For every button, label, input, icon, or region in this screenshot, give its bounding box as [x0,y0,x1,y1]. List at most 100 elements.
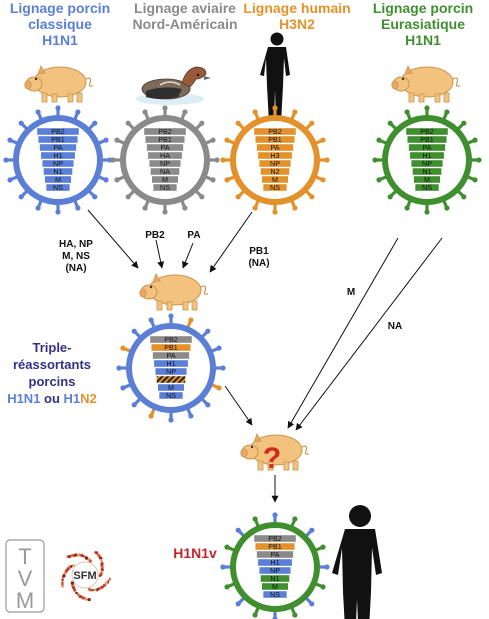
virus-spike-tip [424,209,430,215]
sfm-logo-dot [72,564,74,567]
sfm-logo-dot [76,553,80,557]
virus-spike-tip [220,157,226,163]
genome-segment [261,582,289,591]
arrow-triple-to-question-pig [224,385,253,426]
genome-segment [149,335,193,344]
genome-segment [151,175,179,184]
arrow-human-to-pig [209,211,253,273]
genome-segment-label: M [162,175,168,184]
virus-spike-tip [188,413,194,419]
genome-segment-label: PB1 [164,343,178,352]
genome-segment [150,167,180,176]
arrow-eurasian-na [295,237,443,431]
virus-spike-tip [224,137,230,143]
genome-segment-label: PA [160,143,169,152]
virus-spike-tip [148,317,154,323]
human-icon-result [332,505,382,619]
sfm-logo-dot [100,565,104,569]
genome-segment-label: NS [422,183,432,192]
sfm-logo-dot [95,588,97,591]
virus-spike-tip [142,205,148,211]
virus-spike-tip [35,109,41,115]
genome-segment-label: N1 [270,574,279,583]
sfm-logo-dot [61,583,64,586]
virus-spike-tip [252,109,258,115]
sfm-logo-dot [81,555,84,558]
genome-segment-label: H3 [270,151,279,160]
sfm-logo-dot [71,582,74,585]
flow-human-line2: (NA) [248,258,270,269]
sfm-logo-dot [82,596,86,600]
header-human: Lignage humain H3N2 [233,0,361,32]
genome-segment-label: NS [160,183,170,192]
header-eurasian-swine: Lignage porcin Eurasiatique H1N1 [359,0,487,48]
pig-icon-classic [24,65,94,103]
flow-label-avian-pa: PA [187,230,201,241]
genome-segment [152,351,190,360]
genome-segment-label: PB2 [164,335,178,344]
virus-spike-tip [214,157,220,163]
header-avian-line1: Lignage aviaire [134,0,236,16]
sfm-logo-dot [66,568,70,571]
sfm-logo-dot [96,553,100,557]
genome-segment-label: M [168,383,174,392]
tvm-logo-m: M [16,588,34,613]
genome-segment [253,127,297,136]
sfm-logo-dot [61,580,64,582]
sfm-logo-dot [92,588,95,591]
genome-segment [409,151,445,160]
genome-segment-label: PB1 [268,542,282,551]
genome-segment [413,175,441,184]
header-human-line2: H3N2 [279,16,315,32]
virus-spike-tip [55,209,61,215]
virus-spike-tip [18,194,24,200]
tvm-logo: T V M [5,539,45,613]
flow-human-line1: PB1 [249,246,269,257]
genome-segment-label: M [424,175,430,184]
genome-segment [405,127,449,136]
virus-spike-tip [272,512,278,518]
virus-spike-tip [252,205,258,211]
sfm-logo-dot [78,594,81,597]
virus-spike-tip [18,120,24,126]
virus-spike-tip [272,209,278,215]
virus-spike-tip [55,105,61,111]
triple-subtype-n2: N2 [80,391,97,406]
sfm-logo-dot [100,562,104,566]
virus-spike-tip [320,137,326,143]
flow-classic-line2: M, NS [62,251,90,262]
genome-segment [152,183,178,192]
virus-spike-tip [205,328,211,334]
genome-segment-label: PA [270,550,279,559]
genome-segment [407,135,447,144]
virus-spike-tip [320,544,326,550]
sfm-logo-dot [100,570,103,573]
virus-spike-tip [444,205,450,211]
virus-spike-tip [235,120,241,126]
virus-spike-tip [168,313,174,319]
genome-segment [408,143,446,152]
virus-spike-tip [7,137,13,143]
genome-segment-label: N2 [270,167,279,176]
virus-spike-tip [92,194,98,200]
virus-spike-tip [444,109,450,115]
triple-subtype-h1n1: H1N1 [7,391,41,406]
sfm-logo-dot [66,556,69,559]
tvm-logo-v: V [18,566,33,591]
sfm-logo-dot [102,583,107,587]
genome-segment [42,159,75,168]
virus-spike-tip [372,157,378,163]
genome-segment [156,375,186,384]
virus-spike-tip [220,564,226,570]
virus-spike-tip [424,105,430,111]
genome-segment [38,135,78,144]
arrow-eurasian-m [287,237,399,429]
virus-spike-tip [235,601,241,607]
header-classic-line3: H1N1 [42,32,78,48]
genome-segment-label: NP [160,159,170,168]
genome-segment-label: NP [422,159,432,168]
genome-segment-label: PA [166,351,175,360]
genome-segment [45,183,71,192]
virus-spike-tip [75,205,81,211]
virus-spike-tip [131,402,137,408]
